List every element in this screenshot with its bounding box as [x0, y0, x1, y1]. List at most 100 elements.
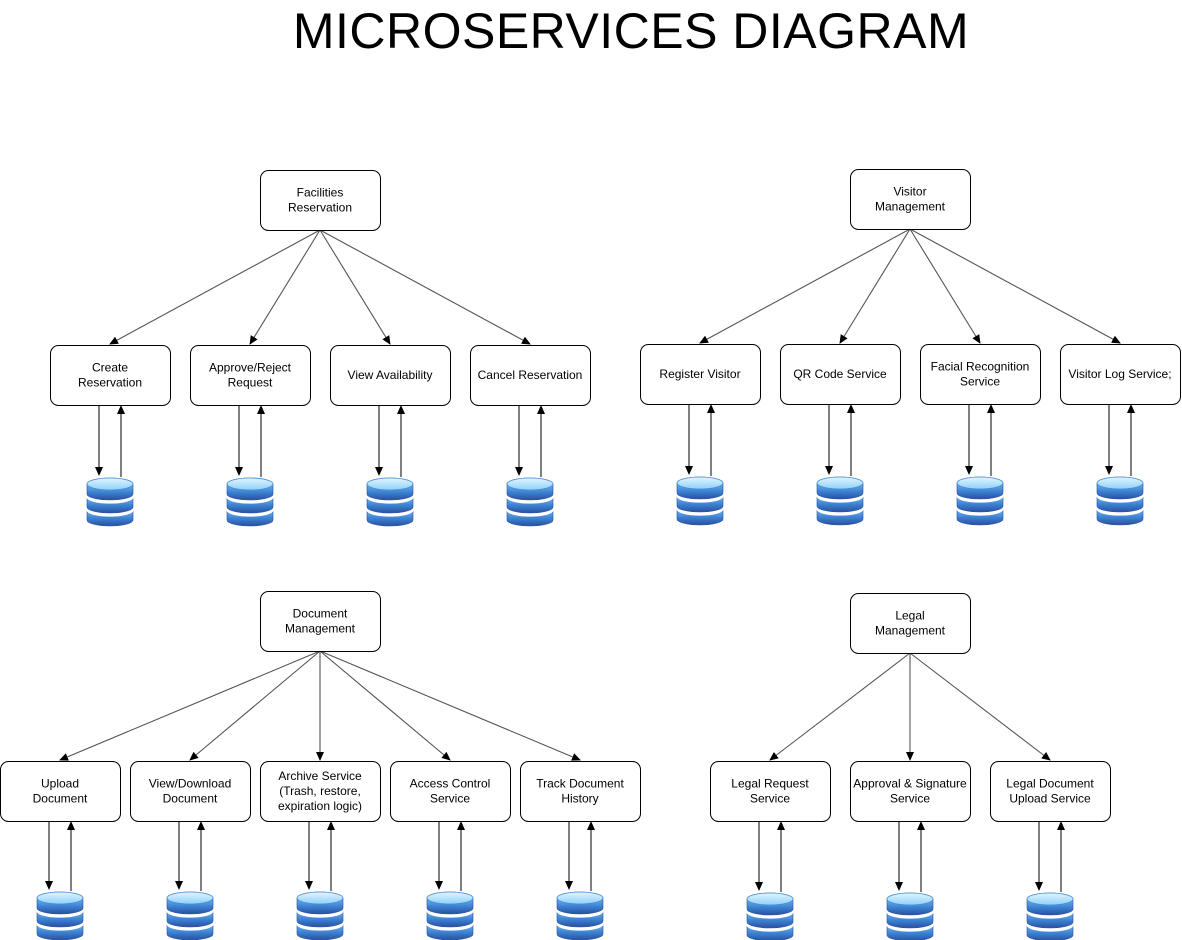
facilities-edge-to-child — [319, 229, 391, 345]
document-database-icon — [556, 891, 604, 940]
facilities-service-node-label-line: Request — [228, 376, 273, 390]
document-service-node-label-line: Document — [33, 792, 88, 806]
document-service-node-label-line: Track Document — [536, 777, 624, 791]
document-edge-to-child — [319, 650, 451, 761]
facilities-service-node-box — [470, 345, 591, 406]
facilities-database-icon — [366, 477, 414, 527]
document-database-icon — [296, 891, 344, 940]
legal-database-icon — [746, 892, 794, 940]
document-service-node: Archive Service(Trash, restore,expiratio… — [260, 761, 381, 822]
visitor-service-node-box — [920, 344, 1041, 405]
document-service-node-box — [390, 761, 511, 822]
facilities-service-node-box — [190, 345, 311, 406]
legal-service-node-box — [850, 761, 971, 822]
facilities-edge-to-child — [319, 229, 531, 345]
document-service-node-label-line: View/Download — [149, 777, 232, 791]
visitor-service-node-box — [1060, 344, 1181, 405]
facilities-database-icon — [506, 477, 554, 527]
facilities-service-node-label-line: View Availability — [348, 368, 433, 382]
facilities-database-icon — [226, 477, 274, 527]
visitor-edge-to-child — [839, 228, 911, 344]
visitor-database-icon — [956, 476, 1004, 526]
document-service-node-label-line: Document — [163, 792, 218, 806]
facilities-service-node-label-line: Create — [92, 361, 128, 375]
facilities-service-node-label-line: Approve/Reject — [209, 361, 292, 375]
visitor-service-node-label-line: Service — [960, 375, 1000, 389]
legal-root-node-label-line: Management — [875, 624, 946, 638]
document-database-icon — [36, 891, 84, 940]
visitor-service-node-label-line: Visitor Log Service; — [1068, 367, 1171, 381]
legal-service-node-label-line: Legal Request — [731, 777, 809, 791]
document-service-node-label-line: Upload — [41, 777, 79, 791]
legal-service-node-label-line: Approval & Signature — [853, 777, 967, 791]
visitor-root-node-label-line: Management — [875, 200, 946, 214]
facilities-service-node-label-line: Cancel Reservation — [478, 368, 583, 382]
facilities-root-node-box — [260, 170, 381, 231]
visitor-service-node-label-line: QR Code Service — [793, 367, 887, 381]
visitor-database-icon — [1096, 476, 1144, 526]
visitor-service-node-label-line: Facial Recognition — [931, 360, 1030, 374]
visitor-edge-to-child — [909, 228, 981, 344]
document-root-node-label-line: Management — [285, 622, 356, 636]
facilities-root-node-label-line: Reservation — [288, 201, 352, 215]
document-service-node-label-line: History — [561, 792, 598, 806]
legal-service-node-label-line: Service — [890, 792, 930, 806]
legal-service-node-label-line: Legal Document — [1006, 777, 1094, 791]
visitor-service-node: Register Visitor — [640, 344, 761, 405]
document-edge-to-child — [189, 650, 321, 761]
document-edge-to-child — [319, 650, 581, 761]
document-service-node-box — [520, 761, 641, 822]
legal-service-node-box — [990, 761, 1111, 822]
legal-service-node-box — [710, 761, 831, 822]
document-service-node-label-line: Access Control — [410, 777, 491, 791]
document-service-node-label-line: (Trash, restore, — [279, 784, 361, 798]
legal-root-node-label-line: Legal — [895, 609, 924, 623]
document-service-node-box — [0, 761, 121, 822]
facilities-service-node-box — [330, 345, 451, 406]
legal-database-icon — [1026, 892, 1074, 940]
legal-edge-to-child — [769, 652, 911, 761]
facilities-service-node: View Availability — [330, 345, 451, 406]
document-service-node-box — [260, 761, 381, 822]
visitor-service-node-box — [640, 344, 761, 405]
visitor-service-node: Visitor Log Service; — [1060, 344, 1181, 405]
facilities-edge-to-child — [249, 229, 321, 345]
visitor-database-icon — [676, 476, 724, 526]
document-service-node-label-line: Service — [430, 792, 470, 806]
visitor-edge-to-child — [699, 228, 911, 344]
visitor-database-icon — [816, 476, 864, 526]
visitor-service-node-box — [780, 344, 901, 405]
document-service-node-label-line: Archive Service — [278, 769, 362, 783]
visitor-service-node-label-line: Register Visitor — [659, 367, 740, 381]
legal-edge-to-child — [909, 652, 1051, 761]
facilities-service-node-label-line: Reservation — [78, 376, 142, 390]
visitor-root-node-box — [850, 169, 971, 230]
facilities-root-node-label-line: Facilities — [297, 186, 344, 200]
visitor-root-node-label-line: Visitor — [893, 185, 926, 199]
legal-service-node-label-line: Upload Service — [1009, 792, 1091, 806]
visitor-service-node: QR Code Service — [780, 344, 901, 405]
document-service-node-box — [130, 761, 251, 822]
facilities-edge-to-child — [109, 229, 321, 345]
legal-service-node-label-line: Service — [750, 792, 790, 806]
legal-root-node-box — [850, 593, 971, 654]
facilities-database-icon — [86, 477, 134, 527]
facilities-service-node-box — [50, 345, 171, 406]
document-database-icon — [166, 891, 214, 940]
document-database-icon — [426, 891, 474, 940]
document-service-node-label-line: expiration logic) — [278, 799, 362, 813]
facilities-service-node: Cancel Reservation — [470, 345, 591, 406]
document-root-node-label-line: Document — [293, 607, 348, 621]
